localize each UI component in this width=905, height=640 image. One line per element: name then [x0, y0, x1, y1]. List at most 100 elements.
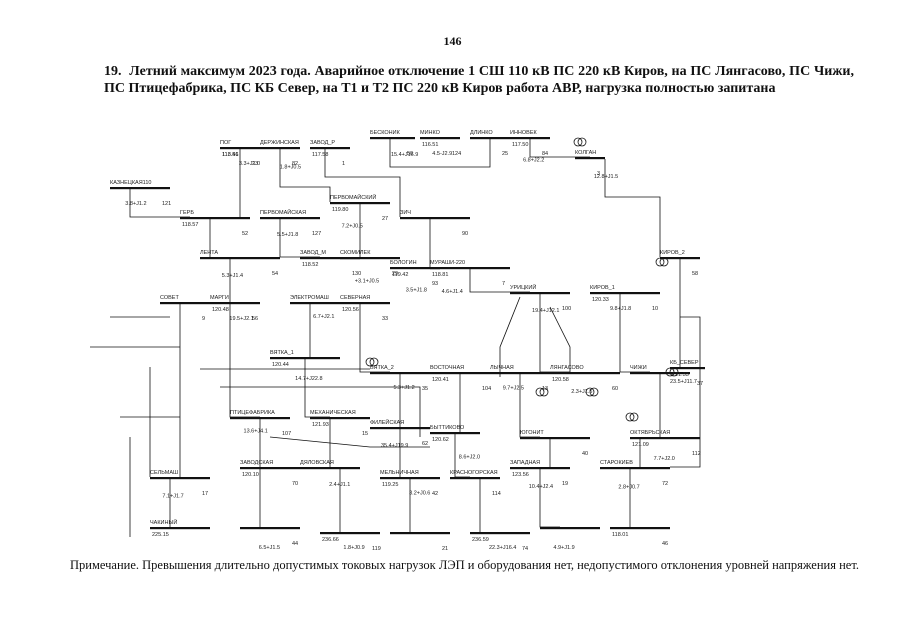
line-number-label: 130 [352, 271, 361, 277]
bus-voltage-label: 113.56 [222, 152, 238, 158]
line-number-label: 104 [482, 386, 491, 392]
line-number-label: 50 [407, 151, 413, 157]
bus-bar [575, 157, 605, 160]
bus-bar [510, 292, 570, 295]
transformer-icon [625, 412, 635, 422]
power-flow-label: 4.9+J1.9 [553, 545, 574, 551]
bus-voltage-label: 119.42 [392, 272, 408, 278]
bus-bar [630, 372, 690, 375]
transformer-icon [629, 412, 639, 422]
transformer-icon [539, 387, 549, 397]
bus-bar [370, 427, 430, 430]
substation-label: КИРОВ_2 [660, 250, 685, 256]
bus-bar [220, 147, 260, 150]
bus-bar [490, 372, 550, 375]
substation-label: ЛЕНТА [200, 250, 218, 256]
power-flow-label: 1.8+J0.9 [343, 545, 364, 551]
bus-voltage-label: 120.41 [432, 377, 449, 383]
bus-voltage-label: 120.33 [592, 297, 609, 303]
line-number-label: 37 [697, 381, 703, 387]
bus-voltage-label: 119.80 [332, 207, 348, 213]
substation-label: ЗАВОД_Р [310, 140, 335, 146]
line-number-label: 27 [382, 216, 388, 222]
line-segment [519, 374, 540, 438]
line-number-label: 121 [162, 201, 171, 207]
bus-voltage-label: 118.52 [302, 262, 318, 268]
substation-label: КОЛГАН [575, 150, 596, 156]
bus-bar [390, 267, 440, 270]
substation-label: ЧИЖИ [630, 365, 647, 371]
line-number-label: 112 [692, 451, 701, 457]
bus-voltage-label: 118.57 [182, 222, 198, 228]
bus-bar [630, 437, 700, 440]
line-number-label: 13 [542, 386, 548, 392]
substation-label: БОЛОГИН [390, 260, 417, 266]
substation-label: ВЯТКА_2 [370, 365, 394, 371]
bus-bar [450, 477, 500, 480]
line-segment [549, 306, 571, 374]
power-flow-label: 7.2+J0.5 [342, 224, 363, 230]
power-flow-label: 13.6+J4.1 [244, 429, 268, 435]
bus-bar [590, 292, 660, 295]
power-flow-label: 6.5+J1.5 [259, 545, 280, 551]
substation-label: ЗАПАДНАЯ [510, 460, 540, 466]
substation-label: СОВЕТ [160, 295, 179, 301]
transformer-icon [365, 357, 375, 367]
substation-label: ДЛИНКО [470, 130, 493, 136]
page-number: 146 [443, 34, 462, 48]
line-segment [220, 386, 421, 437]
substation-label: ИННОВЕК [510, 130, 538, 136]
line-number-label: 127 [312, 231, 321, 237]
bus-voltage-label: 119.25 [382, 482, 398, 488]
substation-label: МИНКО [420, 130, 441, 136]
line-segment [539, 469, 560, 528]
power-flow-label: +3.1+J0.5 [355, 279, 379, 285]
line-number-label: 1 [342, 161, 345, 167]
bus-bar [260, 147, 300, 150]
bus-bar [290, 302, 340, 305]
line-number-label: 42 [432, 491, 438, 497]
line-number-label: 52 [242, 231, 248, 237]
bus-bar [300, 257, 360, 260]
line-number-label: 33 [382, 316, 388, 322]
line-number-label: 25 [502, 151, 508, 157]
substation-label: ЮГОНИТ [520, 430, 544, 436]
bus-voltage-label: 120.10 [242, 472, 259, 478]
bus-bar [240, 467, 300, 470]
bus-bar [210, 302, 260, 305]
bus-bar [430, 432, 480, 435]
power-flow-label: 7.1+J1.7 [162, 493, 183, 499]
substation-label: СЕВЕРНАЯ [340, 295, 370, 301]
line-number-label: 74 [522, 546, 528, 552]
transformer-icon [577, 137, 587, 147]
line-number-label: 107 [282, 431, 291, 437]
line-number-label: 15 [362, 431, 368, 437]
line-number-label: 19 [562, 481, 568, 487]
power-flow-label: 3.3+J1.0 [239, 161, 260, 167]
substation-label: ЧАКИНЫЙ [150, 518, 177, 526]
line-segment [670, 316, 701, 468]
power-flow-label: 22.3+J16.4 [489, 545, 516, 551]
substation-label: СКОМИЛЕК [340, 250, 371, 256]
line-segment [499, 296, 521, 377]
line-number-label: 35 [422, 386, 428, 392]
bus-bar [510, 467, 570, 470]
bus-bar [520, 437, 590, 440]
substation-label: ЗАВОДСКАЯ [240, 460, 273, 466]
line-number-label: 124 [452, 151, 461, 157]
bus-bar [420, 137, 460, 140]
substation-label: ДЯЛОВСКАЯ [300, 460, 334, 466]
line-number-label: 82 [292, 161, 298, 167]
line-number-label: 54 [272, 271, 278, 277]
line-segment [529, 139, 590, 158]
power-flow-label: 35.4+J19.9 [381, 443, 408, 449]
substation-label: ДЕРЖИНСКАЯ [260, 140, 299, 146]
bus-bar [470, 532, 530, 535]
bus-voltage-label: 225.15 [152, 532, 169, 538]
line-number-label: 84 [542, 151, 548, 157]
bus-voltage-label: 236.66 [322, 537, 339, 543]
bus-voltage-label: 121.33 [672, 372, 689, 378]
bus-bar [390, 532, 450, 535]
line-segment [604, 159, 661, 257]
